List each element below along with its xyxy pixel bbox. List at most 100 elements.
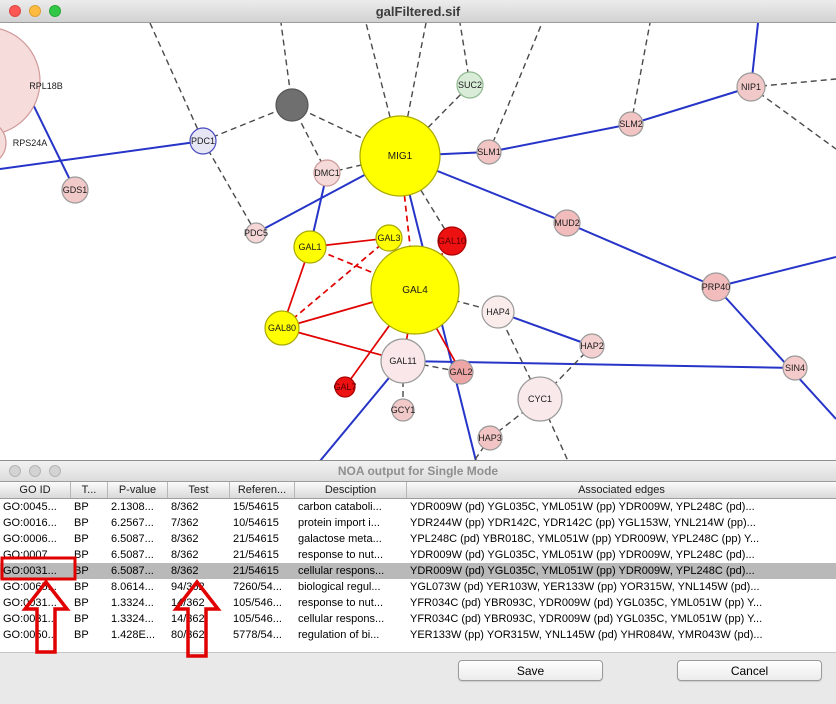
close-button-icon[interactable]: [9, 5, 21, 17]
node-label: HAP3: [478, 433, 502, 443]
network-node-dmc1[interactable]: [313, 159, 341, 187]
network-node-pdc1[interactable]: [189, 127, 217, 155]
network-edge-rd: [281, 237, 390, 329]
network-edge-pd: [399, 155, 453, 242]
network-edge-pd: [630, 23, 651, 125]
network-edge-pd: [750, 86, 836, 150]
network-edge-pd: [399, 84, 471, 157]
column-header[interactable]: T...: [71, 482, 108, 498]
cell-go_id: GO:0007...: [3, 549, 57, 561]
cell-type: BP: [74, 597, 89, 609]
cell-go_id: GO:0016...: [3, 517, 57, 529]
cell-description: response to nut...: [298, 549, 383, 561]
cell-type: BP: [74, 501, 89, 513]
cell-test: 14/362: [171, 613, 205, 625]
noa-titlebar: NOA output for Single Mode: [0, 461, 836, 482]
cell-edges: YDR009W (pd) YGL035C, YML051W (pp) YDR00…: [410, 501, 755, 513]
network-node-mig1[interactable]: [359, 115, 441, 197]
cell-edges: YFR034C (pd) YBR093C, YDR009W (pd) YGL03…: [410, 597, 763, 609]
network-node-prp40[interactable]: [701, 272, 731, 302]
network-node-mud2[interactable]: [553, 209, 581, 237]
minimize-button-icon[interactable]: [29, 465, 41, 477]
network-node-sin4[interactable]: [782, 355, 808, 381]
network-node-gds1[interactable]: [61, 176, 89, 204]
close-button-icon[interactable]: [9, 465, 21, 477]
node-label: GDS1: [63, 185, 88, 195]
network-node-unlabeled[interactable]: [275, 88, 309, 122]
cell-p_value: 6.5087...: [111, 549, 154, 561]
column-header[interactable]: Referen...: [230, 482, 295, 498]
node-label: NIP1: [741, 82, 761, 92]
zoom-button-icon[interactable]: [49, 5, 61, 17]
minimize-button-icon[interactable]: [29, 5, 41, 17]
network-node-slm1[interactable]: [476, 139, 502, 165]
network-edge-pp: [0, 140, 204, 170]
noa-traffic-lights: [9, 465, 61, 477]
cell-reference: 21/54615: [233, 533, 279, 545]
column-header[interactable]: GO ID: [0, 482, 71, 498]
network-node-pdc5[interactable]: [245, 222, 267, 244]
network-node-gal10[interactable]: [437, 226, 467, 256]
network-edge-pp: [715, 256, 836, 288]
column-header[interactable]: P-value: [108, 482, 168, 498]
network-node-gal7[interactable]: [334, 376, 356, 398]
cell-description: response to nut...: [298, 597, 383, 609]
cell-go_id: GO:0006...: [3, 533, 57, 545]
cell-description: biological regul...: [298, 581, 381, 593]
cell-go_id: GO:0065...: [3, 581, 57, 593]
cell-p_value: 2.1308...: [111, 501, 154, 513]
column-header[interactable]: Test: [168, 482, 230, 498]
network-edge-pd: [149, 23, 204, 142]
network-node-gal1[interactable]: [293, 230, 327, 264]
node-label: PDC1: [191, 136, 215, 146]
button-bar: Save Cancel: [0, 652, 836, 704]
network-node-hap2[interactable]: [579, 333, 605, 359]
cell-go_id: GO:0031...: [3, 613, 57, 625]
network-node-hap3[interactable]: [477, 425, 503, 451]
network-node-slm2[interactable]: [618, 111, 644, 137]
network-node-gcy1[interactable]: [391, 398, 415, 422]
network-node-rps24a[interactable]: [0, 121, 7, 165]
node-label: SLM2: [619, 119, 643, 129]
network-node-suc2[interactable]: [456, 71, 484, 99]
zoom-button-icon[interactable]: [49, 465, 61, 477]
cell-edges: YDR244W (pp) YDR142C, YDR142C (pp) YGL15…: [410, 517, 756, 529]
network-node-rpl18b[interactable]: [0, 27, 41, 135]
cell-go_id: GO:0031...: [3, 597, 57, 609]
network-node-cyc1[interactable]: [517, 376, 563, 422]
node-label: GAL10: [438, 236, 466, 246]
network-node-gal4[interactable]: [370, 245, 460, 335]
cell-edges: YER133W (pp) YOR315W, YNL145W (pd) YHR08…: [410, 629, 763, 641]
network-node-gal11[interactable]: [380, 338, 426, 384]
column-header[interactable]: Desciption: [295, 482, 407, 498]
save-button[interactable]: Save: [458, 660, 603, 681]
network-node-nip1[interactable]: [736, 72, 766, 102]
cell-go_id: GO:0031...: [3, 565, 57, 577]
network-node-gal2[interactable]: [448, 359, 474, 385]
cell-edges: YDR009W (pd) YGL035C, YML051W (pp) YDR00…: [410, 565, 755, 577]
network-node-gal80[interactable]: [264, 310, 300, 346]
network-node-gal3[interactable]: [375, 224, 403, 252]
node-label: PDC5: [244, 228, 268, 238]
cell-go_id: GO:0050...: [3, 629, 57, 641]
node-label: GAL11: [389, 356, 416, 366]
cell-test: 8/362: [171, 549, 199, 561]
cell-go_id: GO:0045...: [3, 501, 57, 513]
node-label: RPL18B: [29, 81, 63, 91]
network-node-hap4[interactable]: [481, 295, 515, 329]
node-label: GAL3: [377, 233, 400, 243]
node-label: GAL80: [268, 323, 296, 333]
cancel-button[interactable]: Cancel: [677, 660, 822, 681]
column-header[interactable]: Associated edges: [578, 484, 665, 496]
